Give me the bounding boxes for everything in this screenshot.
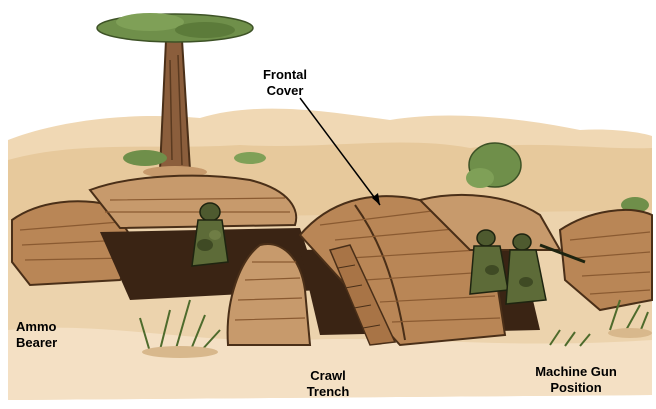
label-frontal-cover: Frontal Cover (254, 67, 316, 99)
label-machine-gun-position: Machine Gun Position (524, 364, 628, 396)
label-frontal-cover-line2: Cover (254, 83, 316, 99)
label-crawl-trench-line1: Crawl (296, 368, 360, 384)
label-machine-gun-position-line2: Position (524, 380, 628, 396)
label-ammo-bearer-line1: Ammo (16, 319, 68, 335)
label-ammo-bearer-line2: Bearer (16, 335, 68, 351)
label-crawl-trench-line2: Trench (296, 384, 360, 400)
label-crawl-trench: Crawl Trench (296, 368, 360, 400)
label-machine-gun-position-line1: Machine Gun (524, 364, 628, 380)
label-ammo-bearer: Ammo Bearer (16, 319, 68, 351)
label-frontal-cover-line1: Frontal (254, 67, 316, 83)
